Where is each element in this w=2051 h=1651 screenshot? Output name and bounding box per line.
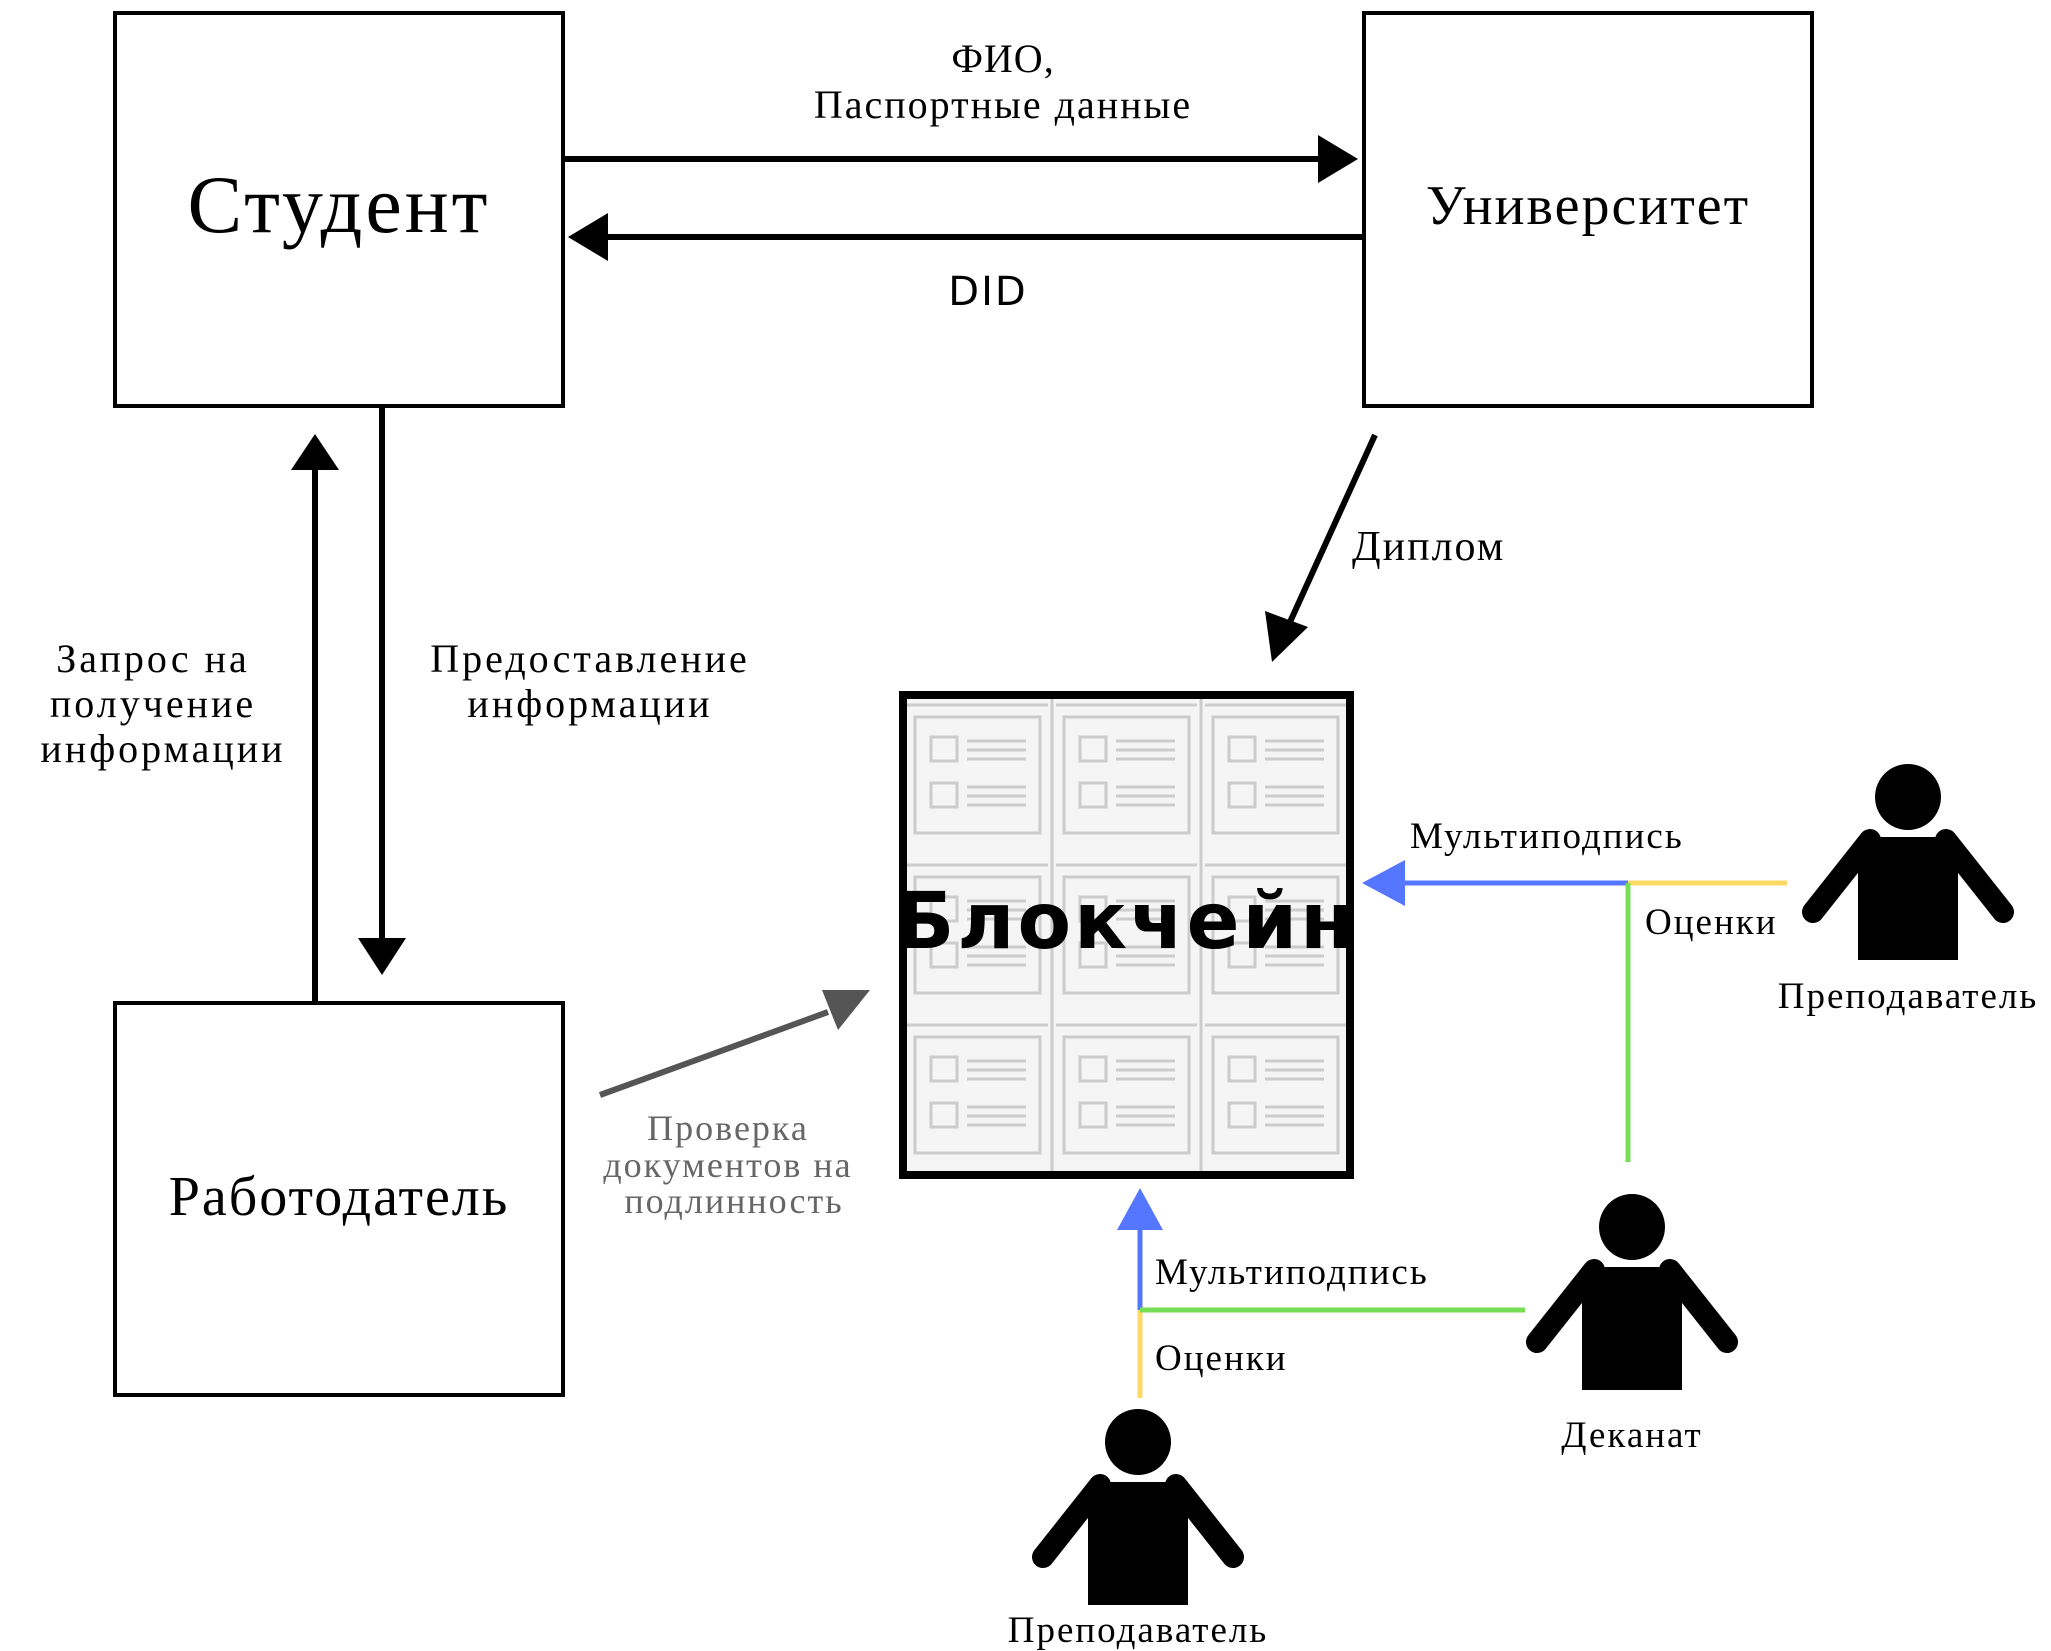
label-request-line2: получение: [50, 681, 256, 726]
arrow-student-to-employer: [358, 406, 406, 975]
university-node[interactable]: Университет: [1362, 11, 1814, 408]
label-request-line3: информации: [40, 726, 285, 771]
multisig-arrowhead-right: [1362, 860, 1405, 906]
teacher-bottom-label: Преподаватель: [1008, 1610, 1269, 1651]
employer-label: Работодатель: [169, 1166, 510, 1228]
employer-node[interactable]: Работодатель: [113, 1001, 565, 1397]
block-cell: [1211, 1035, 1340, 1155]
doc-glyph-box: [929, 1055, 959, 1083]
teacher-right-icon: [1802, 764, 2014, 960]
label-provide-line1: Предоставление: [430, 636, 750, 681]
student-label: Студент: [187, 159, 490, 250]
doc-glyph-box: [1078, 941, 1108, 969]
doc-glyph-box: [1227, 895, 1257, 923]
label-multisig-bottom: Мультиподпись: [1155, 1252, 1429, 1293]
dean-office-icon: [1526, 1194, 1738, 1390]
label-provide-line2: информации: [467, 681, 712, 726]
label-verify-line2: документов на: [603, 1145, 852, 1185]
doc-glyph-box: [929, 735, 959, 763]
doc-glyph-box: [1078, 781, 1108, 809]
doc-glyph-box: [1227, 941, 1257, 969]
block-cell: [913, 1035, 1042, 1155]
doc-glyph-box: [1078, 1055, 1108, 1083]
arrow-employer-to-blockchain: [598, 990, 870, 1098]
university-label: Университет: [1426, 175, 1750, 237]
doc-glyph-box: [1227, 1101, 1257, 1129]
doc-glyph-box: [929, 895, 959, 923]
block-cell: [1062, 1035, 1191, 1155]
arrow-student-to-university: [563, 135, 1358, 183]
student-node[interactable]: Студент: [113, 11, 565, 408]
arrow-employer-to-student: [291, 434, 339, 1003]
label-verify-line1: Проверка: [647, 1108, 809, 1148]
block-cell: [1062, 715, 1191, 835]
label-request-line1: Запрос на: [56, 636, 250, 681]
label-verify-line3: подлинность: [624, 1181, 843, 1221]
doc-glyph-box: [1227, 781, 1257, 809]
block-cell: [1211, 715, 1340, 835]
doc-glyph-box: [929, 1101, 959, 1129]
block-cell: [913, 715, 1042, 835]
label-grades-bottom: Оценки: [1155, 1338, 1288, 1379]
doc-glyph-box: [1078, 735, 1108, 763]
label-fio-line1: ФИО,: [951, 36, 1054, 81]
blockchain-label: Блокчейн: [895, 877, 1357, 967]
arrow-university-to-student: [568, 213, 1364, 261]
blockchain-node[interactable]: Блокчейн: [895, 691, 1357, 1179]
doc-glyph-box: [929, 941, 959, 969]
blockchain-grid: [907, 695, 1346, 1175]
label-multisig-right: Мультиподпись: [1410, 816, 1684, 857]
doc-glyph-box: [1078, 895, 1108, 923]
doc-glyph-box: [1227, 735, 1257, 763]
block-cell: [1211, 875, 1340, 995]
arrow-university-to-blockchain: [1265, 433, 1378, 662]
label-diploma: Диплом: [1352, 524, 1505, 570]
multisig-arrowhead-bottom: [1117, 1188, 1163, 1230]
block-cell: [913, 875, 1042, 995]
teacher-bottom-icon: [1032, 1409, 1244, 1605]
label-did: DID: [948, 269, 1027, 315]
label-grades-right: Оценки: [1645, 902, 1778, 943]
label-fio-line2: Паспортные данные: [814, 82, 1192, 127]
dean-office-label: Деканат: [1561, 1415, 1702, 1456]
block-cell: [1062, 875, 1191, 995]
doc-glyph-box: [1227, 1055, 1257, 1083]
teacher-right-label: Преподаватель: [1778, 976, 2039, 1017]
doc-glyph-box: [929, 781, 959, 809]
doc-glyph-box: [1078, 1101, 1108, 1129]
